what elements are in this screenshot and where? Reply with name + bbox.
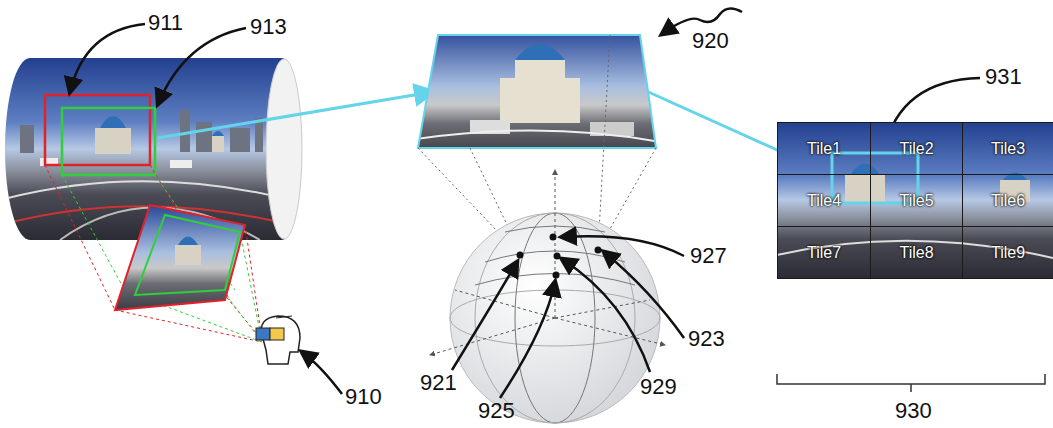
tile-cell: Tile5 (870, 174, 963, 227)
tile-cell: Tile2 (870, 122, 963, 175)
tile-label: Tile8 (899, 244, 933, 262)
tile-cell: Tile1 (777, 122, 871, 175)
tile-label: Tile7 (807, 244, 841, 262)
callout-number: 929 (640, 376, 677, 398)
callout-number: 923 (688, 328, 725, 350)
callout-number: 925 (478, 400, 515, 422)
tile-label: Tile2 (899, 140, 933, 158)
tile-cell: Tile6 (962, 174, 1053, 227)
tile-label: Tile4 (807, 192, 841, 210)
tile-label: Tile9 (991, 244, 1025, 262)
tile-cell: Tile4 (777, 174, 871, 227)
tile-cell: Tile8 (870, 226, 963, 279)
tile-cell: Tile3 (962, 122, 1053, 175)
tile-cell: Tile9 (962, 226, 1053, 279)
callout-number: 927 (690, 245, 727, 267)
tile-label: Tile3 (991, 140, 1025, 158)
callout-number: 910 (345, 386, 382, 408)
tile-cell: Tile7 (777, 226, 871, 279)
callout-number: 911 (148, 12, 183, 34)
callout-number: 930 (895, 400, 932, 422)
tile-label: Tile6 (991, 192, 1025, 210)
callout-number: 920 (692, 30, 729, 52)
callout-number: 921 (420, 372, 457, 394)
tile-label: Tile1 (807, 140, 841, 158)
tile-label: Tile5 (899, 192, 933, 210)
callout-number: 931 (985, 66, 1022, 88)
callout-number: 913 (250, 16, 287, 38)
tiled-image: Tile1 Tile2 Tile3Tile4 Tile5 Tile6Tile7 Tile8… (777, 122, 1053, 278)
